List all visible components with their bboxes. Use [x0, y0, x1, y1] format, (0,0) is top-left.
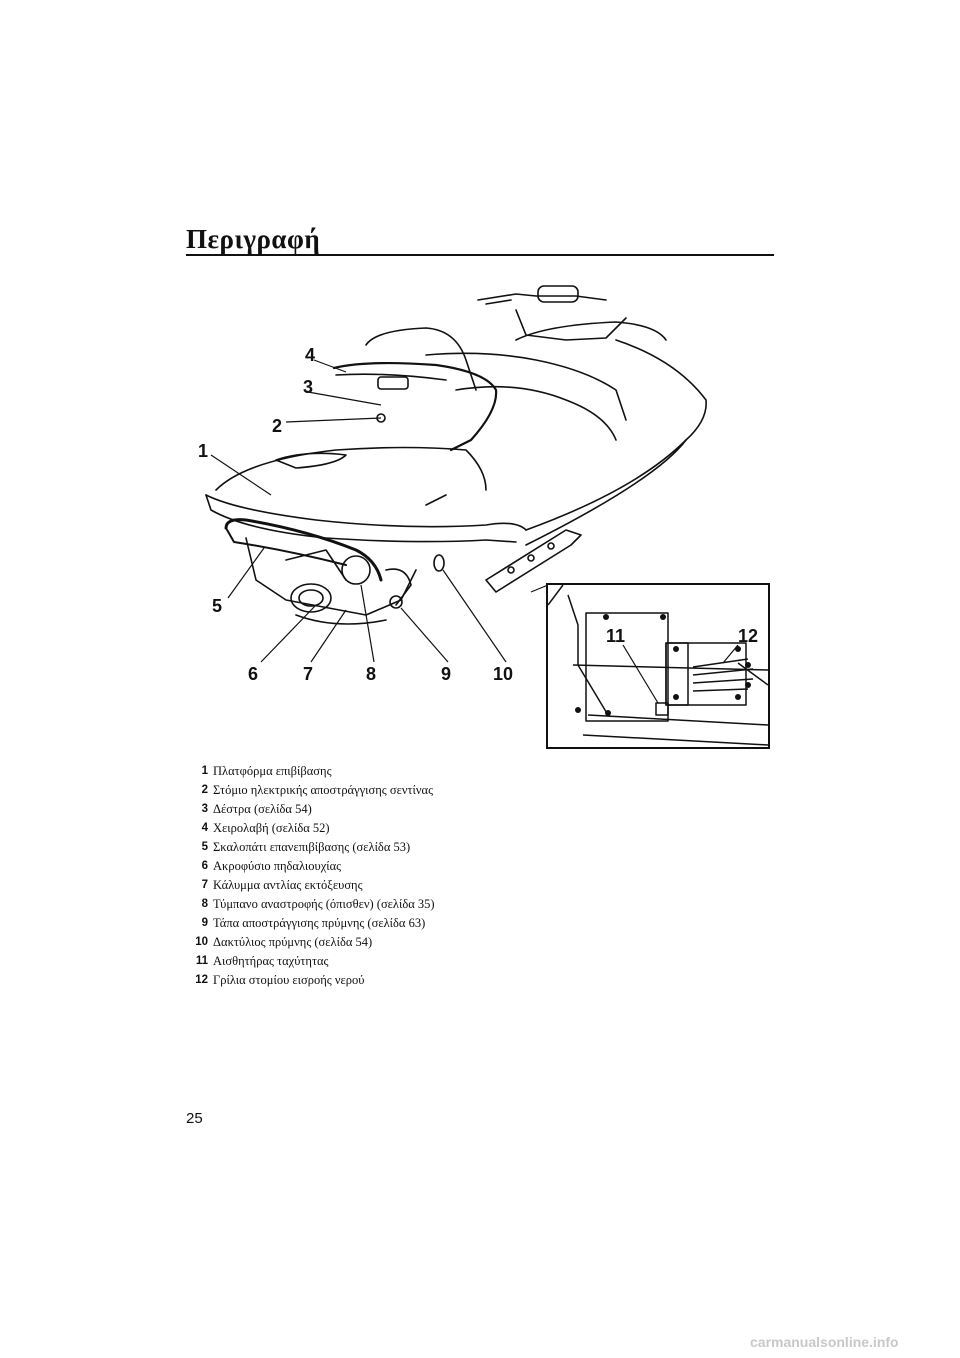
callout-8: 8	[366, 664, 377, 684]
watermark: carmanualsonline.info	[750, 1334, 899, 1350]
inset-detail-view: 11 12	[546, 583, 770, 749]
callout-10: 10	[493, 664, 514, 684]
title-rule	[186, 254, 774, 256]
callout-4: 4	[305, 345, 316, 365]
callout-11: 11	[606, 626, 626, 646]
callout-3: 3	[303, 377, 314, 397]
callout-9: 9	[441, 664, 452, 684]
callout-1: 1	[198, 441, 209, 461]
page-number: 25	[186, 1110, 203, 1127]
inset-illustration	[548, 585, 768, 746]
callout-7: 7	[303, 664, 314, 684]
callout-6: 6	[248, 664, 259, 684]
page-title: Περιγραφή	[186, 224, 321, 254]
watercraft-illustration	[205, 285, 707, 663]
callout-2: 2	[272, 416, 283, 436]
callout-5: 5	[212, 596, 223, 616]
callout-12: 12	[738, 626, 759, 646]
